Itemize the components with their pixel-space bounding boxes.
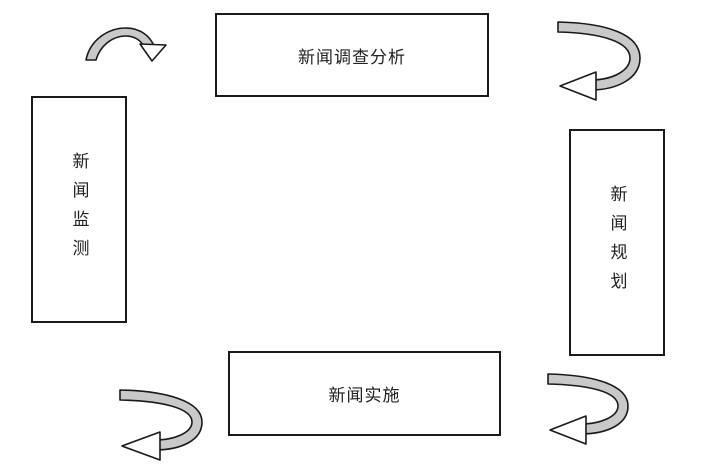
node-label: 新闻监测 xyxy=(68,151,89,268)
curved-arrow-right-icon xyxy=(85,27,167,62)
node-news-implementation: 新闻实施 xyxy=(228,351,501,436)
node-news-planning: 新闻规划 xyxy=(569,129,665,356)
curved-arrow-left-icon xyxy=(557,21,641,101)
node-label: 新闻规划 xyxy=(606,184,627,301)
node-label: 新闻调查分析 xyxy=(298,47,406,68)
curved-arrow-left-icon xyxy=(547,373,629,445)
node-label: 新闻实施 xyxy=(328,386,401,406)
node-news-survey-analysis: 新闻调查分析 xyxy=(215,13,489,97)
node-news-monitoring: 新闻监测 xyxy=(31,96,127,323)
curved-arrow-left-icon xyxy=(119,389,203,461)
